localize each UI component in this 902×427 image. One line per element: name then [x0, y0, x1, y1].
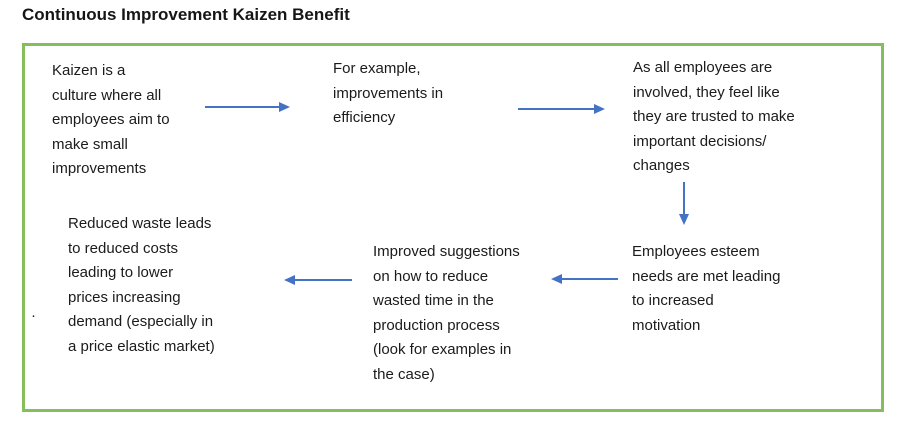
flow-step-kaizen-culture: Kaizen is a culture where all employees …: [52, 59, 170, 182]
text-line: involved, they feel like: [633, 83, 780, 101]
flow-step-reduced-waste: Reduced waste leads to reduced costs lea…: [68, 212, 215, 359]
text-line: improvements: [52, 160, 147, 177]
diagram-frame: [22, 43, 884, 412]
text-line: the case): [373, 365, 435, 383]
flow-step-improved-suggestions: Improved suggestions on how to reduce wa…: [373, 240, 520, 387]
text-line: employees aim to: [52, 111, 170, 128]
text-line: needs are met leading: [632, 267, 781, 285]
text-line: For example,: [333, 60, 421, 77]
text-line: on how to reduce: [373, 267, 489, 285]
flow-step-example-efficiency: For example, improvements in efficiency: [333, 57, 443, 131]
flow-step-employees-trusted: As all employees are involved, they feel…: [633, 56, 795, 179]
text-line: production process: [373, 316, 500, 334]
arrow-left-icon: [284, 273, 352, 287]
text-line: (look for examples in: [373, 341, 512, 358]
text-line: leading to lower: [68, 264, 174, 281]
arrow-right-icon: [205, 100, 291, 114]
text-line: they are trusted to make: [633, 108, 795, 125]
bullet-dot: ·: [31, 307, 36, 324]
text-line: efficiency: [333, 109, 396, 126]
flow-step-esteem-motivation: Employees esteem needs are met leading t…: [632, 240, 780, 338]
text-line: Improved suggestions: [373, 243, 520, 260]
text-line: As all employees are: [633, 59, 773, 76]
text-line: motivation: [632, 316, 701, 334]
text-line: changes: [633, 157, 690, 174]
text-line: a price elastic market): [68, 337, 215, 355]
page-title: Continuous Improvement Kaizen Benefit: [22, 5, 350, 24]
text-line: wasted time in the: [373, 292, 494, 309]
arrow-left-icon: [551, 272, 618, 286]
text-line: to reduced costs: [68, 239, 179, 257]
text-line: Reduced waste leads: [68, 215, 212, 232]
text-line: demand (especially in: [68, 313, 214, 330]
text-line: culture where all: [52, 86, 162, 104]
arrow-down-icon: [677, 182, 691, 226]
text-line: prices increasing: [68, 288, 181, 306]
text-line: Employees esteem: [632, 243, 760, 260]
text-line: Kaizen is a: [52, 62, 126, 79]
text-line: make small: [52, 135, 128, 153]
text-line: to increased: [632, 292, 714, 309]
text-line: important decisions/: [633, 132, 767, 150]
text-line: improvements in: [333, 84, 444, 102]
arrow-right-icon: [518, 102, 606, 116]
